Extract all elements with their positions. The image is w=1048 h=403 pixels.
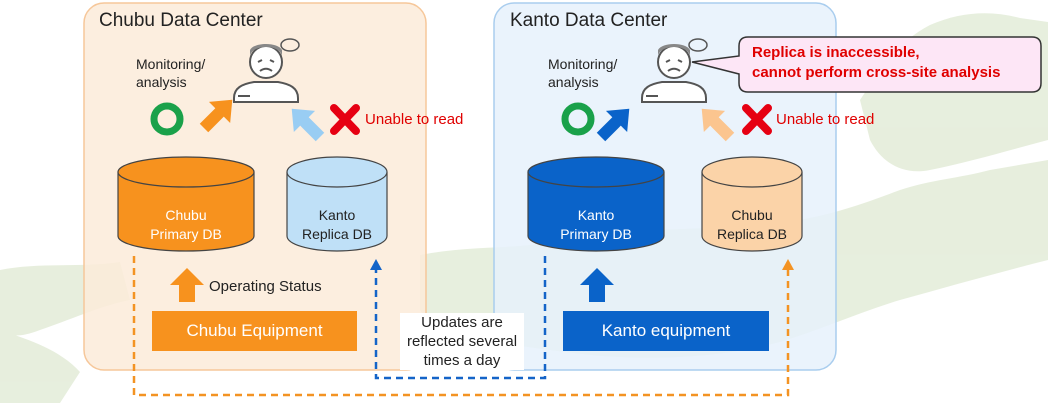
kanto-replica-db-label: Kanto Replica DB (287, 206, 387, 244)
chubu-replica-db-label: Chubu Replica DB (702, 206, 802, 244)
callout-text: Replica is inaccessible, cannot perform … (752, 43, 1000, 83)
chubu-panel (83, 2, 427, 371)
db-label-line1: Kanto (318, 207, 356, 223)
db-label-line2: Replica DB (301, 226, 373, 242)
chubu-monitoring-label: Monitoring/ analysis (136, 55, 205, 91)
chubu-equipment-label: Chubu Equipment (186, 321, 323, 340)
monitoring-label-line1: Monitoring/ (136, 56, 206, 72)
read-arrow-orange-icon (199, 99, 233, 133)
db-label-line1: Chubu (731, 207, 773, 223)
read-arrow-lightblue-icon (291, 108, 325, 142)
status-arrow-orange-icon (170, 268, 204, 302)
cross-ng-icon (742, 104, 772, 135)
callout-text-line1: Replica is inaccessible, (752, 44, 920, 61)
arrowhead-up-blue-icon (370, 259, 382, 270)
status-arrow-blue-icon (580, 268, 614, 302)
replication-note-line1: Updates are (421, 314, 503, 331)
kanto-panel-title: Kanto Data Center (510, 10, 668, 31)
chubu-primary-db-label: Chubu Primary DB (118, 206, 254, 244)
chubu-panel-title: Chubu Data Center (99, 10, 263, 31)
chubu-primary-db (117, 156, 255, 252)
monitoring-label-line1: Monitoring/ (548, 56, 618, 72)
replication-note: Updates are reflected several times a da… (400, 313, 524, 370)
db-label-line2: Primary DB (560, 226, 632, 242)
kanto-replica-db (286, 156, 388, 252)
kanto-equipment-box (563, 311, 769, 351)
read-arrow-lightorange-icon (701, 108, 735, 142)
worried-operator-icon (641, 38, 708, 103)
operating-status-label: Operating Status (209, 278, 322, 295)
kanto-unable-label: Unable to read (776, 111, 875, 128)
circle-ok-icon (150, 102, 184, 136)
db-label-line1: Chubu (165, 207, 207, 223)
chubu-unable-label: Unable to read (365, 111, 464, 128)
replication-note-line2: reflected several (406, 333, 518, 350)
arrowhead-up-orange-icon (782, 259, 794, 270)
callout-text-line2: cannot perform cross-site analysis (752, 64, 1001, 81)
kanto-equipment-label: Kanto equipment (601, 321, 731, 340)
replication-line-chubu-to-kanto (132, 256, 790, 397)
worried-operator-icon (233, 38, 300, 103)
monitoring-label-line2: analysis (548, 74, 599, 90)
monitoring-label-line2: analysis (136, 74, 187, 90)
kanto-monitoring-label: Monitoring/ analysis (548, 55, 617, 91)
replication-note-line3: times a day (423, 352, 501, 369)
db-label-line2: Primary DB (150, 226, 222, 242)
db-label-line2: Replica DB (716, 226, 788, 242)
chubu-replica-db (701, 156, 803, 252)
replication-line-kanto-to-chubu (374, 256, 547, 380)
chubu-equipment-box (152, 311, 357, 351)
kanto-panel (493, 2, 837, 371)
read-arrow-blue-icon (596, 108, 630, 142)
circle-ok-icon (561, 102, 595, 136)
cross-ng-icon (330, 104, 360, 135)
callout-bubble (691, 36, 1042, 93)
db-label-line1: Kanto (577, 207, 615, 223)
kanto-primary-db (527, 156, 665, 252)
kanto-primary-db-label: Kanto Primary DB (528, 206, 664, 244)
